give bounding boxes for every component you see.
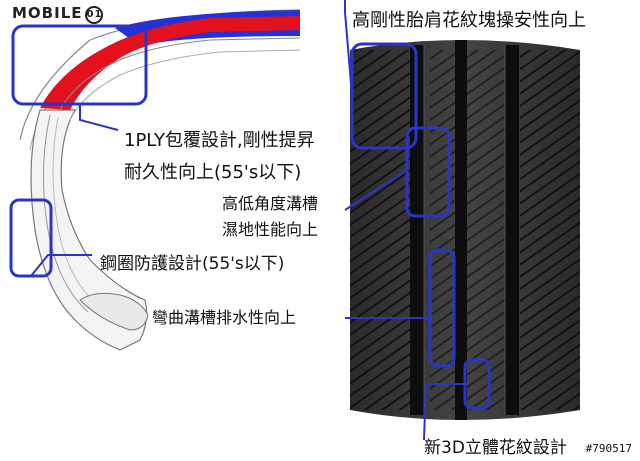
design3d-label: 新3D立體花紋設計 xyxy=(424,438,567,458)
tire-cross-section xyxy=(19,9,301,351)
logo-badge: 01 xyxy=(84,6,103,24)
ply-label-line2: 耐久性向上(55's以下) xyxy=(124,162,302,183)
groove-callout-box xyxy=(405,126,451,218)
curved-label: 彎曲溝槽排水性向上 xyxy=(152,308,297,327)
groove-label-line2: 濕地性能向上 xyxy=(222,220,319,239)
rim-label: 鋼圈防護設計(55's以下) xyxy=(100,254,285,274)
callout-lines xyxy=(30,0,468,441)
shoulder-label: 高剛性胎肩花紋塊操安性向上 xyxy=(352,10,586,31)
groove-label-line1: 高低角度溝槽 xyxy=(222,194,319,213)
curved-callout-box xyxy=(428,248,456,368)
ply-layer xyxy=(40,16,300,110)
ply-label-line1: 1PLY包覆設計,剛性提昇 xyxy=(124,130,315,151)
watermark: #790517 xyxy=(585,442,632,455)
logo-text: MOBILE xyxy=(12,4,83,22)
